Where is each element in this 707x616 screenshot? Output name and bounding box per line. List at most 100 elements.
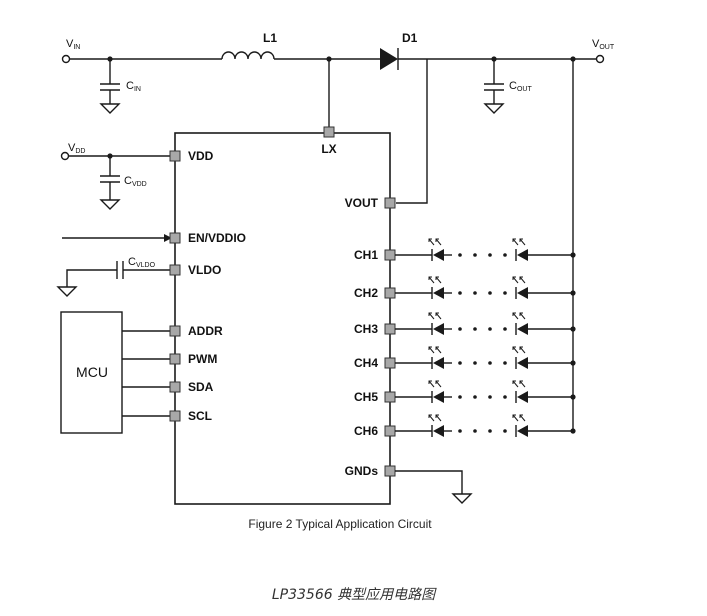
ch1-led-last-ray: [512, 238, 519, 246]
ch3-ellipsis-dot: [473, 327, 477, 331]
ch5-ellipsis-dot: [503, 395, 507, 399]
cout-capacitor: [483, 59, 505, 114]
ch6-led-first-ray-head: [435, 414, 439, 418]
ch5-led-last-ray-head: [512, 380, 516, 384]
ch6-led-last-ray-head: [519, 414, 523, 418]
pin-pwm-label: PWM: [188, 352, 217, 366]
cvdd-label: CVDD: [124, 175, 147, 188]
ch2-ellipsis-dot: [458, 291, 462, 295]
pin-en-vddio-label: EN/VDDIO: [188, 231, 246, 245]
ch3-ellipsis-dot: [458, 327, 462, 331]
ch3-led-first-ray-head: [435, 312, 439, 316]
ch5-led-first-ray: [428, 380, 435, 388]
mcu-wires: [122, 330, 170, 417]
ch3-led-last-ray: [512, 312, 519, 320]
pin-lx-box: [323, 126, 335, 138]
diode-d1-symbol: [380, 48, 398, 70]
ch3-led-first-ray-head: [428, 312, 432, 316]
pin-addr-label: ADDR: [188, 324, 223, 338]
ch4-led-last-ray: [519, 346, 526, 354]
ch6-ellipsis-dot: [473, 429, 477, 433]
ch3-led-first-ray: [428, 312, 435, 320]
ch6-ellipsis-dot: [503, 429, 507, 433]
ch2-led-first-ray-head: [435, 276, 439, 280]
pin-ch3-label: CH3: [354, 322, 378, 336]
ch2-led-last: [517, 287, 528, 299]
ch2-led-last-ray: [519, 276, 526, 284]
ch1-junction: [570, 252, 576, 258]
en-input-arrow: [62, 234, 172, 242]
ch3-junction: [570, 326, 576, 332]
ch6-led-first-ray: [435, 414, 442, 422]
pin-vldo-label: VLDO: [188, 263, 221, 277]
ch6-led-first-ray-head: [428, 414, 432, 418]
ch5-led-first-ray: [435, 380, 442, 388]
ch3-ellipsis-dot: [503, 327, 507, 331]
ch1-ellipsis-dot: [503, 253, 507, 257]
ch5-led-last-ray: [512, 380, 519, 388]
ch3-led-last-ray-head: [519, 312, 523, 316]
top-power-path: [61, 48, 605, 70]
ch3-led-last-ray: [519, 312, 526, 320]
cvldo-capacitor: [56, 261, 170, 297]
cvldo-label: CVLDO: [128, 256, 156, 269]
pin-ch6-label: CH6: [354, 424, 378, 438]
pin-ch4-label: CH4: [354, 356, 378, 370]
pin-scl-label: SCL: [188, 409, 212, 423]
ch2-led-last-ray: [512, 276, 519, 284]
pin-sda-label: SDA: [188, 380, 214, 394]
ch6-ellipsis-dot: [488, 429, 492, 433]
ch1-led-first-ray: [428, 238, 435, 246]
ch1-led-first-ray-head: [435, 238, 439, 242]
ch2-junction: [570, 290, 576, 296]
ch4-junction: [570, 360, 576, 366]
ch6-led-last: [517, 425, 528, 437]
figure-caption: Figure 2 Typical Application Circuit: [248, 517, 432, 531]
ch1-led-last: [517, 249, 528, 261]
vin-terminal: [61, 54, 71, 64]
led-strings: [395, 238, 576, 437]
diode-label: D1: [402, 31, 418, 45]
left-pin-boxes: [169, 150, 181, 422]
ch6-led-first-ray: [428, 414, 435, 422]
vin-label: VIN: [66, 38, 80, 51]
pin-lx-label: LX: [321, 142, 336, 156]
ch2-led-first-ray: [428, 276, 435, 284]
inductor-label: L1: [263, 31, 277, 45]
ic-ground: [395, 470, 473, 504]
cout-label: COUT: [509, 80, 532, 93]
ch1-led-last-ray-head: [512, 238, 516, 242]
ch5-ellipsis-dot: [488, 395, 492, 399]
right-pin-boxes: [384, 197, 396, 477]
ch1-led-last-ray: [519, 238, 526, 246]
page-caption: LP33566 典型应用电路图: [271, 587, 436, 603]
ch4-led-first-ray-head: [428, 346, 432, 350]
pin-ch2-label: CH2: [354, 286, 378, 300]
ic-body: [174, 132, 391, 505]
vdd-section: [60, 151, 170, 210]
ch1-led-last-ray-head: [519, 238, 523, 242]
ch3-led-last: [517, 323, 528, 335]
pin-vout-label: VOUT: [345, 196, 379, 210]
pin-vdd-label: VDD: [188, 149, 214, 163]
ch4-led-first: [433, 357, 444, 369]
mcu-block: [60, 311, 123, 434]
ch5-ellipsis-dot: [458, 395, 462, 399]
vout-terminal: [595, 54, 605, 64]
ch5-led-last: [517, 391, 528, 403]
ch4-ellipsis-dot: [473, 361, 477, 365]
ch5-led-last-ray: [519, 380, 526, 388]
ch1-ellipsis-dot: [458, 253, 462, 257]
ch4-led-last-ray: [512, 346, 519, 354]
ch2-led-first-ray: [435, 276, 442, 284]
ch2-ellipsis-dot: [473, 291, 477, 295]
cin-label: CIN: [126, 80, 141, 93]
pin-gnds-label: GNDs: [345, 464, 379, 478]
ch6-junction: [570, 428, 576, 434]
ch2-led-last-ray-head: [512, 276, 516, 280]
inductor-l1-symbol: [221, 51, 275, 60]
ch1-ellipsis-dot: [473, 253, 477, 257]
ch2-ellipsis-dot: [503, 291, 507, 295]
ch2-ellipsis-dot: [488, 291, 492, 295]
